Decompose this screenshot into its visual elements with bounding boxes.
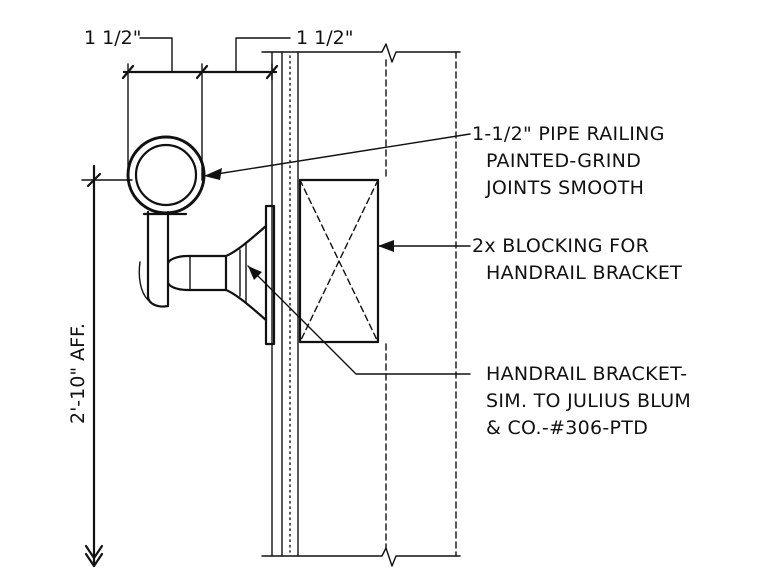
callout-pipe-railing-line-3: JOINTS SMOOTH — [485, 177, 644, 199]
callout-leaders — [203, 133, 471, 375]
bracket-arm-top — [166, 254, 228, 266]
callout-pipe-railing-line-1: 1-1/2" PIPE RAILING — [472, 123, 665, 145]
callout-pipe-railing-line-2: PAINTED-GRIND — [486, 150, 641, 172]
wall-section — [261, 43, 461, 567]
callout-bracket-line-2: SIM. TO JULIUS BLUM — [486, 390, 691, 412]
bracket-flare — [224, 224, 268, 322]
arrowhead-blocking — [378, 240, 394, 252]
blocking-outline — [298, 178, 380, 344]
blocking — [298, 178, 380, 344]
height-dim-text: 2'-10" AFF. — [67, 323, 89, 424]
callout-bracket-line-3: & CO.-#306-PTD — [486, 417, 648, 439]
callout-blocking-line-2: HANDRAIL BRACKET — [486, 262, 682, 284]
wall-break-line-top — [261, 43, 461, 63]
pipe-rail-outer — [126, 135, 206, 215]
leader-pipe-railing — [203, 133, 471, 177]
bracket-wall-flange — [264, 204, 276, 346]
leader-bracket — [247, 265, 471, 375]
dim-tick-left — [121, 64, 135, 80]
pipe-rail — [126, 135, 206, 215]
bracket-post-curve — [138, 261, 149, 301]
height-dimension: 2'-10" AFF. — [67, 164, 133, 568]
arrowhead-pipe-railing — [204, 168, 222, 180]
arrowhead-bracket — [248, 266, 262, 280]
callout-bracket-line-1: HANDRAIL BRACKET- — [486, 363, 687, 385]
callout-blocking: 2x BLOCKING FOR HANDRAIL BRACKET — [472, 235, 682, 284]
bracket-post — [146, 210, 170, 308]
dim-tick-mid — [195, 64, 209, 80]
dim-leader-right — [235, 37, 291, 73]
dim-tick-right — [265, 64, 279, 80]
height-tick — [86, 172, 102, 188]
callout-blocking-line-1: 2x BLOCKING FOR — [472, 235, 649, 257]
dim-text-right: 1 1/2" — [296, 27, 353, 49]
blocking-cross-b — [299, 179, 379, 343]
dim-text-left: 1 1/2" — [84, 27, 141, 49]
height-continue-arrow — [84, 544, 104, 568]
callout-pipe-railing: 1-1/2" PIPE RAILING PAINTED-GRIND JOINTS… — [472, 123, 665, 199]
handrail-bracket — [138, 204, 276, 346]
bracket-arm-bottom — [166, 280, 228, 292]
wall-break-line-bottom — [261, 547, 461, 567]
pipe-rail-inner — [134, 143, 198, 207]
top-dimensions: 1 1/2" 1 1/2" — [84, 27, 353, 181]
callout-bracket: HANDRAIL BRACKET- SIM. TO JULIUS BLUM & … — [486, 363, 691, 439]
dim-leader-left — [139, 37, 173, 73]
